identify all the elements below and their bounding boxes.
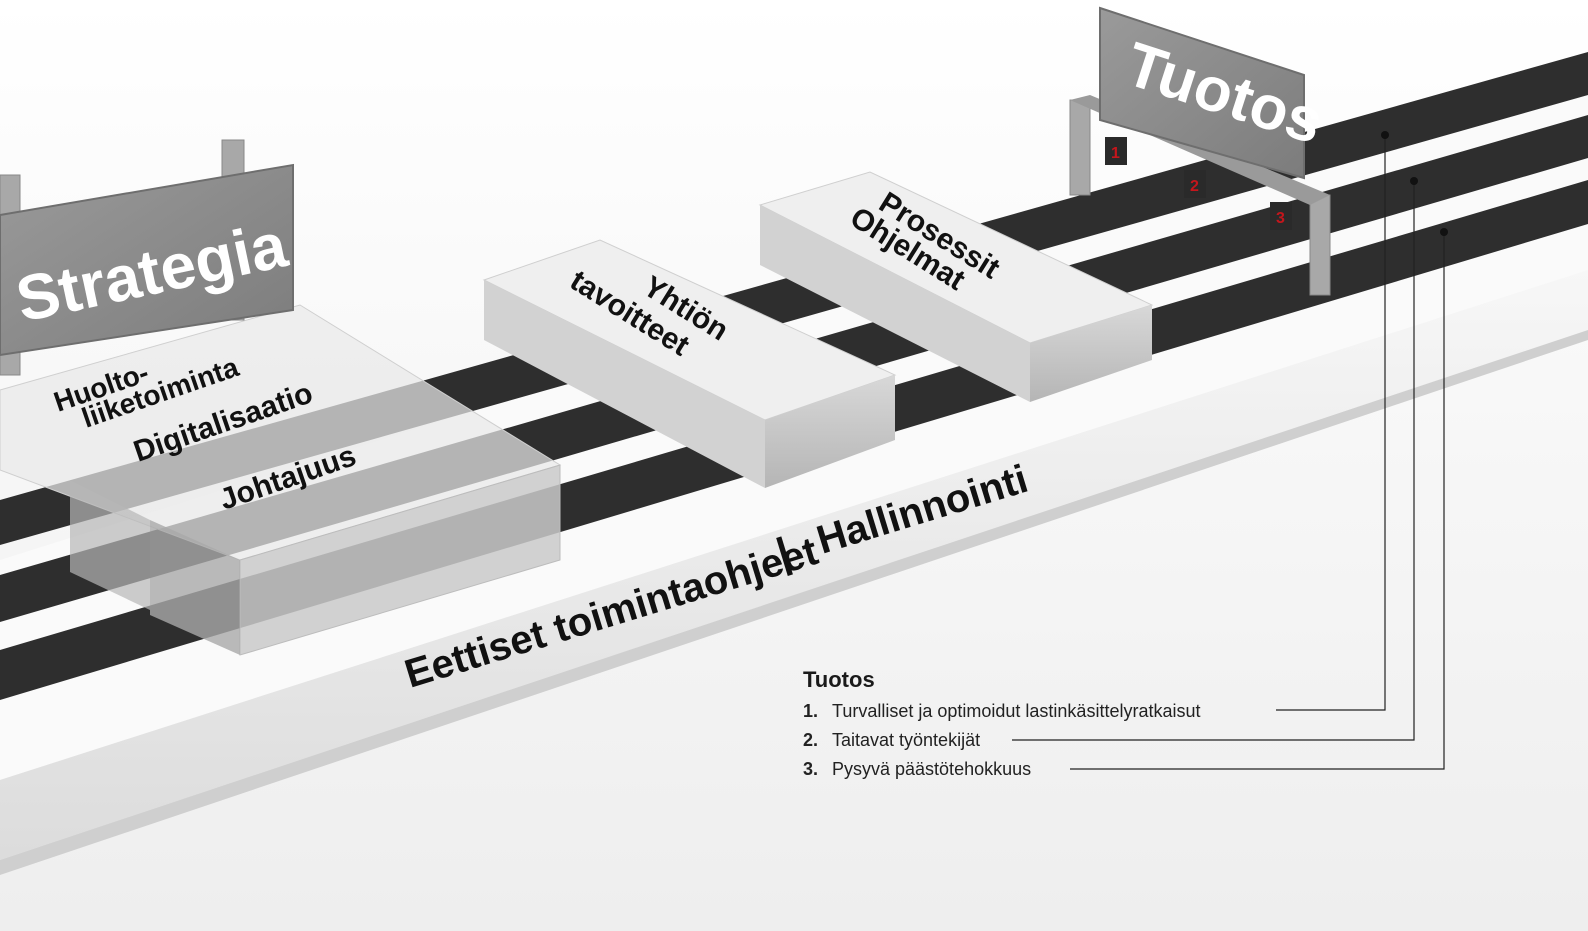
leader-dot-2 <box>1410 177 1418 185</box>
marker-1: 1 <box>1111 145 1120 162</box>
legend-item-text: Pysyvä päästötehokkuus <box>832 759 1032 779</box>
marker-2: 2 <box>1190 178 1199 195</box>
marker-3: 3 <box>1276 210 1285 227</box>
strategy-block: Huolto- liiketoiminta Digitalisaatio Joh… <box>0 304 562 656</box>
legend-item: 1. Turvalliset ja optimoidut lastinkäsitt… <box>803 697 1323 726</box>
leader-line-3 <box>1070 232 1445 770</box>
legend-item-text: Turvalliset ja optimoidut lastinkäsittel… <box>832 701 1201 721</box>
legend-item: 2. Taitavat työntekijät <box>803 726 1323 755</box>
legend-item-text: Taitavat työntekijät <box>832 730 981 750</box>
company-goals-block: Yhtiön tavoitteet <box>482 239 897 488</box>
legend-item-number: 1. <box>803 701 819 721</box>
processes-block: Prosessit Ohjelmat <box>758 171 1154 402</box>
legend-title: Tuotos <box>803 667 875 692</box>
strategia-sign: Strategia <box>0 139 294 376</box>
leader-line-2 <box>1012 181 1415 741</box>
leader-line-1 <box>1276 135 1386 711</box>
leader-dot-1 <box>1381 131 1389 139</box>
legend-item-number: 2. <box>803 730 819 750</box>
tuotos-gantry: Tuotos 1 2 3 <box>1069 6 1331 296</box>
legend-item: 3. Pysyvä päästötehokkuus <box>803 755 1323 784</box>
output-legend: Tuotos 1. Turvalliset ja optimoidut lasti… <box>803 667 1323 784</box>
leader-dot-3 <box>1440 228 1448 236</box>
legend-item-number: 3. <box>803 759 819 779</box>
leader-lines <box>1012 131 1448 770</box>
